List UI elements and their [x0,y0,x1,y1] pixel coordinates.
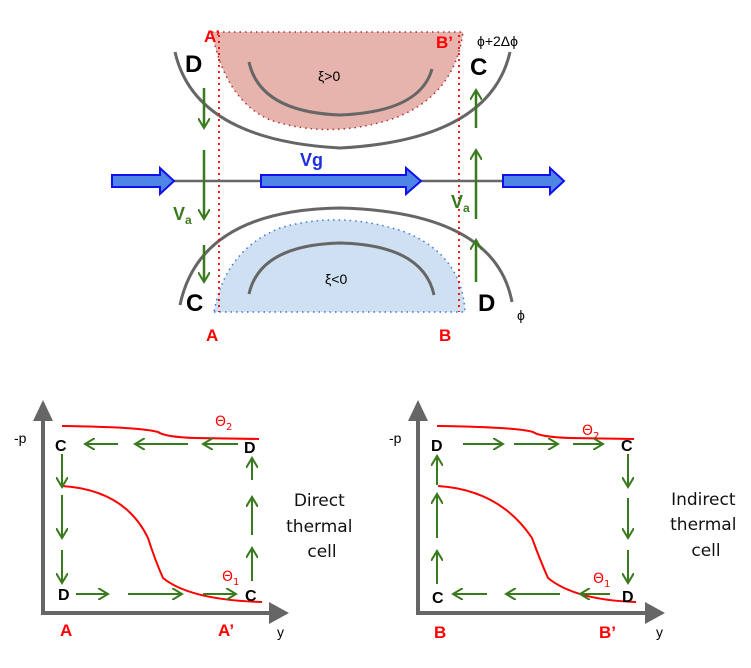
label-b-prime: B’ [436,33,453,52]
theta2-label: Θ2 [215,414,232,433]
label-va-right: Va [451,192,470,215]
corner-label-top-left: D [431,438,443,455]
corner-label-bottom-left: D [58,587,70,604]
upper-geopotential-contour [173,51,512,150]
theta2-isentrope [61,425,260,440]
lower-inner-contour [247,241,436,296]
y-axis-label: -p [389,430,402,446]
cell-caption: Indirect thermal cell [670,490,742,561]
x-axis-arrowhead [645,602,665,624]
label-phi-top: ϕ+2Δϕ [477,33,518,49]
y-axis-label: -p [14,430,27,446]
corner-label-bottom-right: C [245,588,257,605]
cell-caption: Direct thermal cell [286,491,358,562]
label-b: B [439,326,451,345]
label-a-prime: A’ [204,27,220,46]
positive-vorticity-region [211,31,464,131]
top-diagram: A’ B’ ϕ+2Δϕ D C ξ>0 Vg Va Va ξ<0 C D ϕ A… [111,27,566,345]
label-a: A [206,326,218,345]
x-end-label: A’ [218,621,234,640]
label-zeta-positive: ξ>0 [318,68,340,84]
direct-cell-panel: -p C D D C Θ2 Θ1 A A’ y Direct thermal c… [14,400,358,640]
theta1-isentrope [61,485,263,603]
label-c-top: C [470,54,487,81]
x-end-label: B’ [599,623,616,642]
indirect-cell-panel: -p D C C D Θ2 Θ1 B B’ y Indirect thermal… [389,400,742,642]
vg-arrow-right [502,165,566,197]
negative-vorticity-region [213,219,466,313]
label-vg: Vg [300,150,323,170]
x-axis-arrowhead [269,602,289,624]
y-axis-arrowhead [408,400,428,421]
theta1-label: Θ1 [593,571,610,590]
x-start-label: B [434,623,446,642]
lower-geopotential-contour [178,206,514,306]
upper-inner-contour [247,61,434,117]
theta2-label: Θ2 [582,423,599,442]
label-zeta-negative: ξ<0 [325,271,347,287]
y-axis-arrowhead [33,400,53,421]
corner-label-bottom-left: C [432,590,444,607]
corner-label-bottom-right: D [622,589,634,606]
x-start-label: A [60,621,72,640]
label-d-top: D [185,51,202,78]
corner-label-top-right: C [621,438,633,455]
vg-arrow-left [111,165,176,197]
x-axis-label: y [656,624,663,640]
theta2-isentrope [436,425,635,440]
label-va-left: Va [173,204,192,227]
label-d-bottom: D [478,290,495,317]
corner-label-top-left: C [55,438,67,455]
vg-arrow-center [260,165,423,197]
corner-label-top-right: D [244,440,256,457]
label-c-bottom: C [186,290,203,317]
x-axis-label: y [277,624,284,640]
label-phi-bottom: ϕ [517,307,525,323]
theta1-label: Θ1 [222,569,239,588]
